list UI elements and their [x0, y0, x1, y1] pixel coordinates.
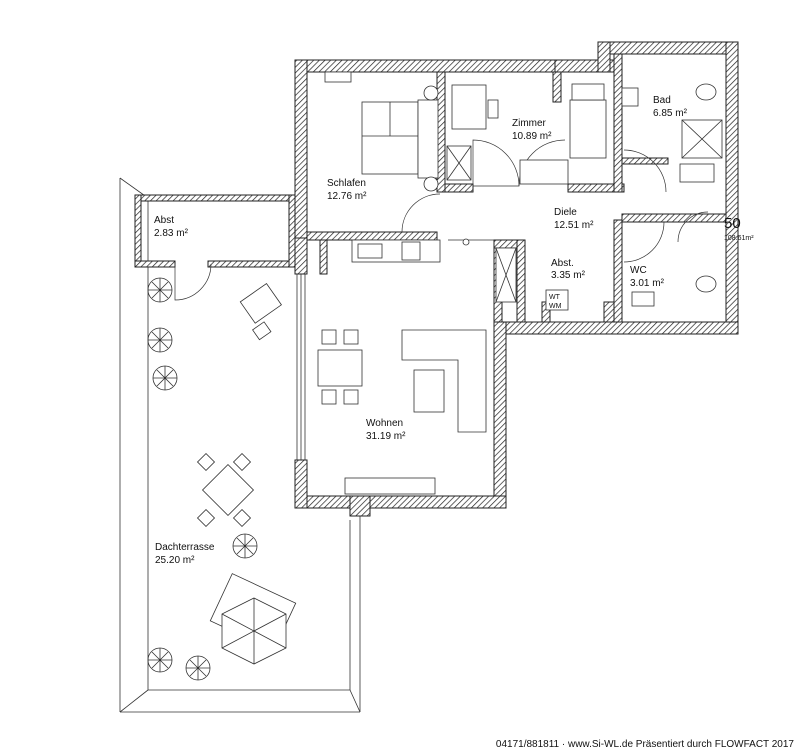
svg-text:50: 50	[724, 215, 741, 232]
washer-label: WT WM	[545, 289, 569, 311]
svg-text:WC: WC	[630, 265, 647, 276]
umbrella-icon	[209, 573, 297, 665]
plant-icon	[232, 533, 258, 559]
plant-icon	[152, 365, 178, 391]
room-label-schlafen: Schlafen 12.76 m²	[327, 178, 367, 202]
plant-icon	[147, 327, 173, 353]
bathroom-fixtures	[621, 83, 723, 183]
terrace-outline	[119, 177, 361, 713]
svg-text:12.51 m²: 12.51 m²	[554, 220, 594, 231]
room-furniture	[446, 83, 607, 185]
svg-text:Diele: Diele	[554, 207, 577, 218]
svg-text:31.19 m²: 31.19 m²	[366, 431, 406, 442]
room-label-diele: Diele 12.51 m²	[554, 207, 594, 231]
footer-credit: 04171/881811 · www.Si-WL.de Präsentiert …	[495, 739, 794, 750]
svg-text:WM: WM	[549, 303, 562, 310]
room-label-abst: Abst. 3.35 m²	[551, 258, 586, 281]
terrace-furniture	[147, 277, 297, 681]
room-label-wohnen: Wohnen 31.19 m²	[366, 418, 406, 442]
svg-text:Abst: Abst	[154, 215, 174, 226]
svg-text:Zimmer: Zimmer	[512, 118, 547, 129]
svg-text:2.83 m²: 2.83 m²	[154, 228, 189, 239]
svg-text:108.61m²: 108.61m²	[724, 235, 754, 242]
terrace-storage	[134, 194, 296, 301]
svg-text:3.35 m²: 3.35 m²	[551, 270, 586, 281]
svg-text:12.76 m²: 12.76 m²	[327, 191, 367, 202]
svg-text:6.85 m²: 6.85 m²	[653, 108, 688, 119]
svg-text:Schlafen: Schlafen	[327, 178, 366, 189]
living-furniture	[317, 329, 487, 495]
terrace-table-icon	[196, 452, 255, 528]
room-label-dachterrasse: Dachterrasse 25.20 m²	[155, 542, 215, 566]
lounge-chair-icon	[239, 282, 282, 341]
plant-icon	[185, 655, 211, 681]
svg-text:Abst.: Abst.	[551, 258, 574, 269]
plant-icon	[147, 277, 173, 303]
svg-text:Bad: Bad	[653, 95, 671, 106]
svg-text:Dachterrasse: Dachterrasse	[155, 542, 215, 553]
exterior-walls	[294, 41, 739, 517]
svg-text:10.89 m²: 10.89 m²	[512, 131, 552, 142]
plant-icon	[147, 647, 173, 673]
unit-number: 50 108.61m²	[724, 215, 754, 242]
svg-text:3.01 m²: 3.01 m²	[630, 278, 665, 289]
bedroom-furniture	[324, 71, 439, 192]
room-label-wc: WC 3.01 m²	[630, 265, 665, 289]
svg-text:Wohnen: Wohnen	[366, 418, 403, 429]
svg-text:WT: WT	[549, 294, 561, 301]
room-label-abst-terrace: Abst 2.83 m²	[154, 215, 189, 239]
kitchen	[351, 239, 517, 303]
svg-text:25.20 m²: 25.20 m²	[155, 555, 195, 566]
wc-fixtures	[631, 275, 717, 307]
room-label-zimmer: Zimmer 10.89 m²	[512, 118, 552, 142]
room-label-bad: Bad 6.85 m²	[653, 95, 688, 119]
